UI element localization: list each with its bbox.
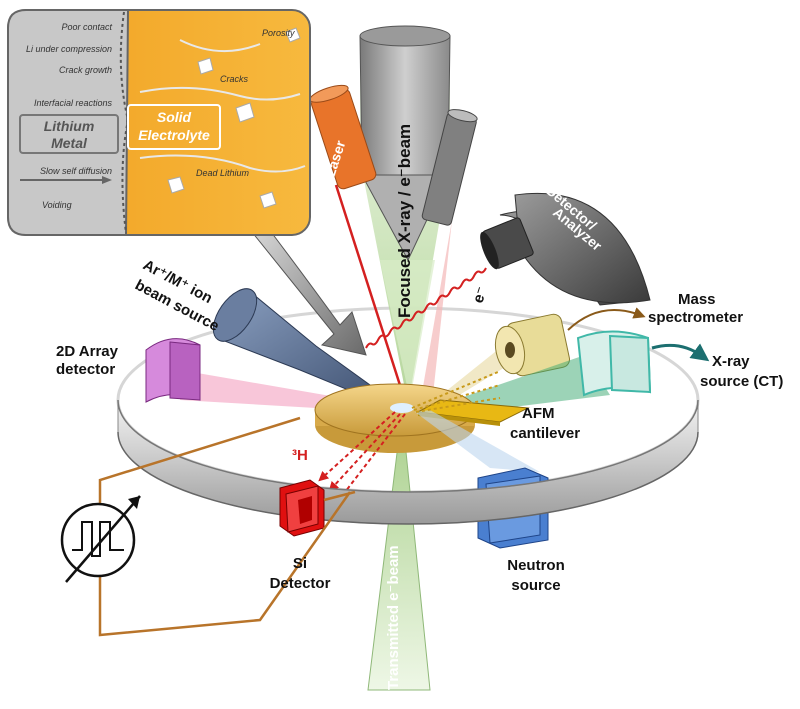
- inset-label-li-compression: Li under compression: [26, 44, 112, 54]
- inset-electrolyte-line1: Solid: [157, 109, 192, 125]
- transmitted-beam: [367, 411, 431, 691]
- tritium-label: ³H: [292, 447, 308, 464]
- array-detector-label-2: detector: [56, 361, 115, 378]
- inset-label-dead-lithium: Dead Lithium: [196, 168, 250, 178]
- pulse-meter-icon: [60, 495, 141, 583]
- detector-analyzer: [480, 192, 651, 306]
- electron-wave: [365, 267, 487, 349]
- ring-front: [117, 399, 699, 525]
- inset-pointer-arrow: [251, 219, 367, 356]
- inset-label-cracks: Cracks: [220, 74, 249, 84]
- interface-inset: [7, 9, 311, 236]
- circuit-wires: [98, 416, 356, 637]
- afm-label-1: AFM: [522, 405, 555, 422]
- afm-label-2: cantilever: [510, 425, 580, 442]
- transmitted-beam-label: Transmitted e⁻beam: [385, 545, 402, 690]
- flood-gun: [420, 109, 478, 404]
- si-detector-label-2: Detector: [270, 575, 331, 592]
- xray-ct-label-2: source (CT): [700, 373, 783, 390]
- mass-spec-label-2: spectrometer: [648, 309, 743, 326]
- focused-beam-label: Focused X-ray / e⁻beam: [395, 124, 414, 318]
- inset-label-crack-growth: Crack growth: [59, 65, 112, 75]
- neutron-label-2: source: [511, 577, 560, 594]
- inset-electrolyte-line2: Electrolyte: [138, 127, 210, 143]
- inset-label-voiding: Voiding: [42, 200, 72, 210]
- inset-label-self-diffusion: Slow self diffusion: [40, 166, 112, 176]
- inset-label-poor-contact: Poor contact: [61, 22, 112, 32]
- neutron-label-1: Neutron: [507, 557, 565, 574]
- si-detector-label-1: Si: [293, 555, 307, 572]
- inset-lithium-line2: Metal: [51, 135, 88, 151]
- si-detector: [279, 479, 325, 537]
- inset-lithium-line1: Lithium: [44, 118, 95, 134]
- inset-label-porosity: Porosity: [262, 28, 295, 38]
- focused-beam-source: [359, 25, 451, 405]
- ms-rays: [411, 371, 501, 413]
- tritium-rays: [318, 411, 406, 500]
- xray-ct-label-1: X-ray: [712, 353, 750, 370]
- inset-label-interfacial: Interfacial reactions: [34, 98, 113, 108]
- electron-label: e⁻: [470, 285, 491, 306]
- array-detector-label-1: 2D Array: [56, 343, 119, 360]
- mass-spec-label-1: Mass: [678, 291, 716, 308]
